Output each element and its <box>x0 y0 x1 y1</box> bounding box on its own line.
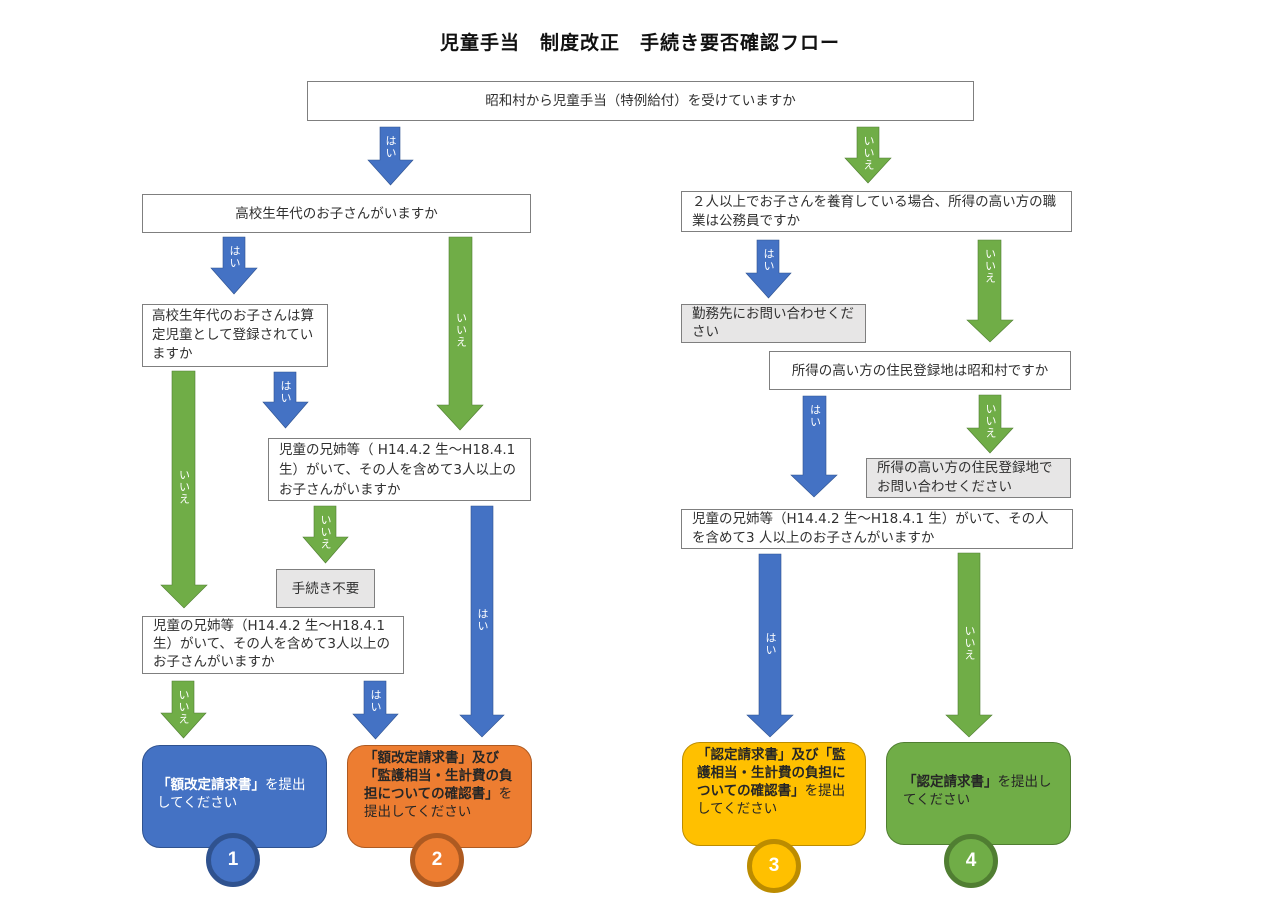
question-public-servant-text: ２人以上でお子さんを養育している場合、所得の高い方の職業は公務員ですか <box>692 194 1057 229</box>
result-4: 「認定請求書」を提出してください <box>886 742 1071 845</box>
question-highschool: 高校生年代のお子さんがいますか <box>142 194 531 233</box>
result-2-text: を提出してください <box>364 786 513 820</box>
arrow-siblings-b-yes <box>352 680 399 740</box>
question-start-text: 昭和村から児童手当（特例給付）を受けていますか <box>485 93 796 109</box>
question-start: 昭和村から児童手当（特例給付）を受けていますか <box>307 81 974 121</box>
arrow-label-siblings-a-yes: はい <box>476 607 489 632</box>
arrow-label-siblings-c-no: いいえ <box>963 625 976 661</box>
info-workplace: 勤務先にお問い合わせください <box>681 304 866 343</box>
result-2-number: 2 <box>431 849 443 870</box>
question-siblings-c: 児童の兄姉等（H14.4.2 生～H18.4.1 生）がいて、その人を含めて3 … <box>681 509 1073 549</box>
no-procedure-box: 手続き不要 <box>276 569 375 608</box>
arrow-label-residence-yes: はい <box>808 404 822 428</box>
arrow-start-no <box>844 126 892 184</box>
result-2: 「額改定請求書」及び「監護相当・生計費の負担についての確認書」を提出してください <box>347 745 532 848</box>
arrow-label-siblings-a-no: いいえ <box>319 514 332 550</box>
arrow-label-registered-no: いいえ <box>177 469 191 505</box>
question-siblings-c-text: 児童の兄姉等（H14.4.2 生～H18.4.1 生）がいて、その人を含めて3 … <box>692 511 1049 546</box>
question-siblings-b: 児童の兄姉等（H14.4.2 生～H18.4.1 生）がいて、その人を含めて3人… <box>142 616 404 674</box>
arrow-label-highschool-yes: はい <box>228 245 241 269</box>
result-1: 「額改定請求書」を提出してください <box>142 745 327 848</box>
result-4-number: 4 <box>965 850 977 871</box>
question-siblings-a: 児童の兄姉等（ H14.4.2 生～H18.4.1 生）がいて、その人を含めて3… <box>268 438 531 501</box>
arrow-highschool-yes <box>210 236 258 295</box>
arrow-start-yes <box>367 126 414 186</box>
arrow-label-public-servant-yes: はい <box>762 248 775 272</box>
result-2-bold: 「額改定請求書」及び「監護相当・生計費の負担についての確認書」 <box>364 750 513 802</box>
result-3-number: 3 <box>768 855 780 876</box>
page-title: 児童手当 制度改正 手続き要否確認フロー <box>439 32 840 54</box>
arrow-siblings-b-no <box>160 680 207 739</box>
arrow-residence-no <box>966 394 1014 454</box>
result-4-bold: 「認定請求書」 <box>903 774 998 790</box>
arrow-registered-yes <box>262 371 309 429</box>
result-3: 「認定請求書」及び「監護相当・生計費の負担についての確認書」を提出してください <box>682 742 866 846</box>
arrow-siblings-c-no <box>945 552 993 738</box>
info-residence-text: 所得の高い方の住民登録地でお問い合わせください <box>877 460 1053 495</box>
arrow-public-servant-no <box>966 239 1014 343</box>
question-registered-text: 高校生年代のお子さんは算定児童として登録されていますか <box>152 308 314 362</box>
result-2-number-badge: 2 <box>410 833 464 887</box>
question-public-servant: ２人以上でお子さんを養育している場合、所得の高い方の職業は公務員ですか <box>681 191 1072 232</box>
result-1-bold: 「額改定請求書」 <box>157 777 265 793</box>
arrow-label-start-yes: はい <box>384 135 397 159</box>
no-procedure-text: 手続き不要 <box>291 580 360 597</box>
arrow-siblings-a-no <box>302 505 349 564</box>
result-1-number: 1 <box>227 849 239 870</box>
question-residence-text: 所得の高い方の住民登録地は昭和村ですか <box>791 362 1049 379</box>
info-residence: 所得の高い方の住民登録地でお問い合わせください <box>866 458 1071 498</box>
question-registered: 高校生年代のお子さんは算定児童として登録されていますか <box>142 304 328 367</box>
arrow-siblings-c-yes <box>746 553 794 738</box>
question-highschool-text: 高校生年代のお子さんがいますか <box>235 205 438 222</box>
result-3-text: を提出してください <box>697 783 846 817</box>
result-3-bold: 「認定請求書」及び「監護相当・生計費の負担についての確認書」 <box>697 747 846 799</box>
arrow-label-siblings-b-no: いいえ <box>177 689 190 725</box>
arrow-public-servant-yes <box>745 239 792 299</box>
question-siblings-a-text: 児童の兄姉等（ H14.4.2 生～H18.4.1 生）がいて、その人を含めて3… <box>279 442 517 498</box>
question-siblings-b-text: 児童の兄姉等（H14.4.2 生～H18.4.1 生）がいて、その人を含めて3人… <box>153 618 391 670</box>
result-3-number-badge: 3 <box>747 839 801 893</box>
result-1-number-badge: 1 <box>206 833 260 887</box>
result-4-text: を提出してください <box>903 774 1052 808</box>
arrow-label-start-no: いいえ <box>862 135 875 171</box>
arrow-label-highschool-no: いいえ <box>454 312 468 348</box>
arrow-label-registered-yes: はい <box>279 380 292 404</box>
question-residence: 所得の高い方の住民登録地は昭和村ですか <box>769 351 1071 390</box>
info-workplace-text: 勤務先にお問い合わせください <box>692 306 854 340</box>
arrow-siblings-a-yes <box>459 505 505 738</box>
arrow-label-residence-no: いいえ <box>984 403 997 439</box>
arrow-label-public-servant-no: いいえ <box>983 248 997 284</box>
arrow-label-siblings-c-yes: はい <box>764 631 777 656</box>
result-1-text: を提出してください <box>157 777 306 811</box>
arrow-registered-no <box>160 370 208 609</box>
arrow-highschool-no <box>436 236 484 431</box>
arrow-label-siblings-b-yes: はい <box>369 689 382 713</box>
result-4-number-badge: 4 <box>944 834 998 888</box>
arrow-residence-yes <box>790 395 838 498</box>
